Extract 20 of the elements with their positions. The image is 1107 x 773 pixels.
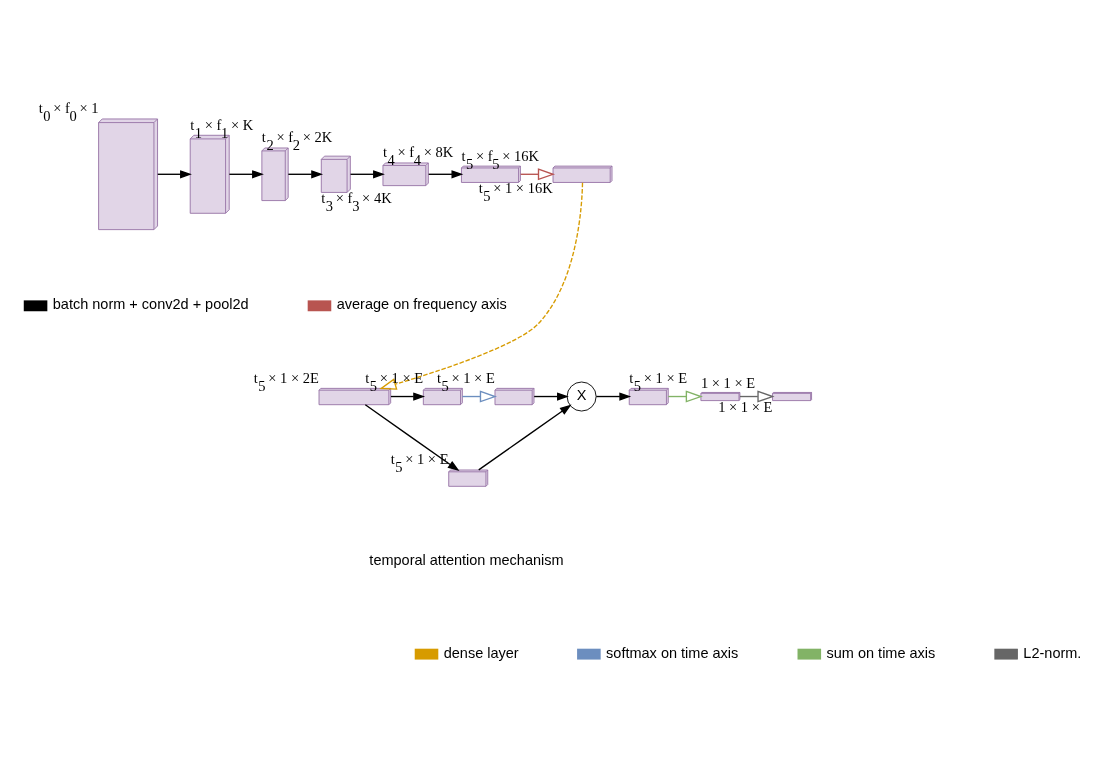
node-circle: X xyxy=(566,381,597,411)
arrow xyxy=(364,403,460,471)
arrow xyxy=(595,391,632,401)
node-label: 1 × 1 × E xyxy=(700,374,756,391)
legend-label: dense layer xyxy=(443,644,519,661)
arrow xyxy=(349,169,385,178)
legend-label: softmax on time axis xyxy=(606,644,739,661)
legend-label: L2-norm. xyxy=(1023,644,1082,661)
arrow xyxy=(390,391,426,401)
arrow xyxy=(228,169,264,178)
legend-label: sum on time axis xyxy=(826,644,936,661)
arrow xyxy=(478,404,572,471)
arrow xyxy=(427,169,464,178)
arrow xyxy=(287,169,323,178)
node-label: 1 × 1 × E xyxy=(718,398,773,415)
legend-label: average on frequency axis xyxy=(336,295,507,312)
arrow xyxy=(533,391,569,401)
label: temporal attention mechanism xyxy=(369,551,564,568)
arrow xyxy=(157,169,192,178)
legend-label: batch norm + conv2d + pool2d xyxy=(52,295,249,312)
